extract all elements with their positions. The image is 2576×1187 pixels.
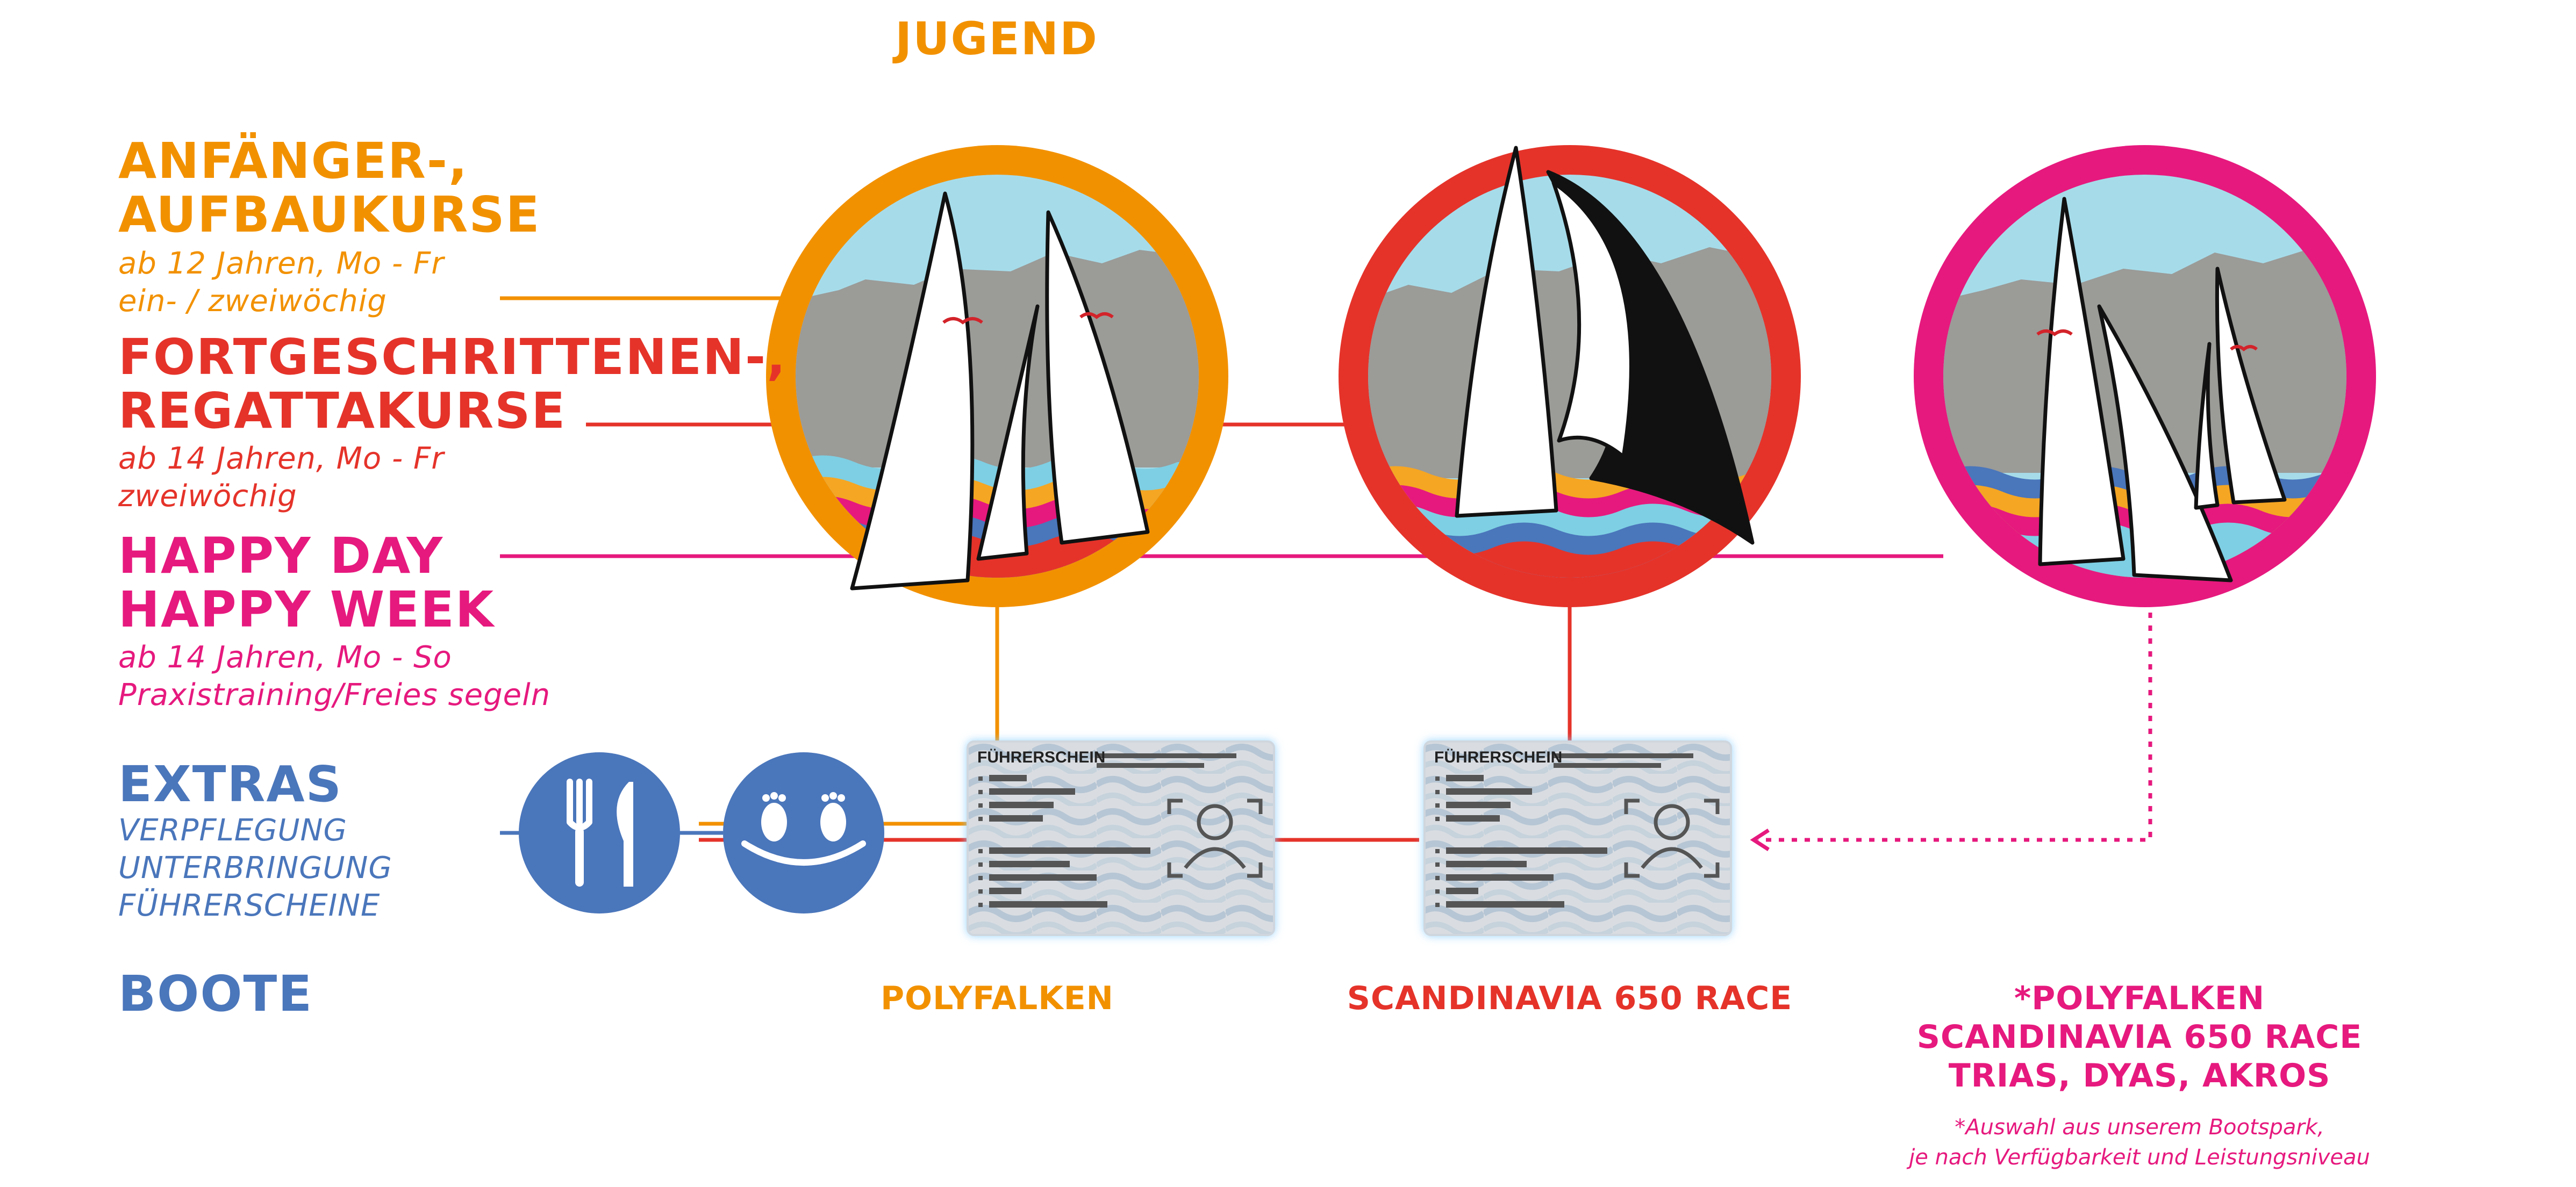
red-course-badge bbox=[1339, 145, 1801, 607]
orange-course-badge bbox=[766, 145, 1228, 607]
page-title: JUGEND bbox=[895, 12, 1098, 65]
boats-footnote-line-1: *Auswahl aus unserem Bootspark, bbox=[1955, 1115, 2324, 1140]
course-2-detail-line-1: ab 14 Jahren, Mo - Fr bbox=[118, 441, 445, 476]
course-3-detail-line-2: Praxistraining/Freies segeln bbox=[118, 678, 551, 713]
license-card-title: FÜHRERSCHEIN bbox=[1434, 749, 1563, 766]
boats-heading: BOOTE bbox=[118, 965, 313, 1023]
course-2-heading-line-1: FORTGESCHRITTENEN-, bbox=[118, 328, 787, 386]
bird-logo-icon bbox=[1079, 312, 1114, 319]
extras-heading: EXTRAS bbox=[118, 756, 342, 813]
course-2-heading-line-2: REGATTAKURSE bbox=[118, 382, 567, 440]
boats-footnote-line-2: je nach Verfügbarkeit und Leistungsnivea… bbox=[1909, 1145, 2370, 1170]
pink-dotted-path bbox=[1758, 613, 2152, 842]
sailboats-polyfalken bbox=[850, 191, 1150, 591]
cutlery-icon bbox=[519, 752, 680, 913]
license-card bbox=[1423, 740, 1732, 936]
boat-label-scandinavia: SCANDINAVIA 650 RACE bbox=[1347, 980, 1793, 1017]
bird-logo-icon bbox=[2036, 329, 2073, 336]
boat-label-pink-line-1: *POLYFALKEN bbox=[2014, 980, 2265, 1017]
sailboats-mixed bbox=[2038, 197, 2287, 582]
id-card-icon bbox=[1624, 798, 1720, 878]
course-2-detail-line-2: zweiwöchig bbox=[118, 479, 297, 514]
license-card bbox=[967, 740, 1275, 936]
boat-label-pink-line-2: SCANDINAVIA 650 RACE bbox=[1916, 1018, 2363, 1056]
boat-label-polyfalken: POLYFALKEN bbox=[881, 980, 1114, 1017]
license-card-title: FÜHRERSCHEIN bbox=[977, 749, 1106, 766]
course-3-detail-line-1: ab 14 Jahren, Mo - So bbox=[118, 640, 452, 675]
extras-item-accommodation: UNTERBRINGUNG bbox=[118, 851, 392, 886]
course-3-heading-line-2: HAPPY WEEK bbox=[118, 581, 495, 638]
course-1-heading-line-1: ANFÄNGER-, bbox=[118, 132, 469, 190]
course-3-heading-line-1: HAPPY DAY bbox=[118, 527, 444, 585]
extras-item-licenses: FÜHRERSCHEINE bbox=[118, 888, 381, 923]
pink-arrow-head bbox=[1750, 829, 1770, 851]
course-1-detail-line-2: ein- / zweiwöchig bbox=[118, 284, 387, 319]
bed-feet-icon bbox=[723, 752, 884, 913]
course-1-heading-line-2: AUFBAUKURSE bbox=[118, 186, 541, 243]
course-1-detail-line-1: ab 12 Jahren, Mo - Fr bbox=[118, 246, 445, 281]
boat-label-pink-line-3: TRIAS, DYAS, AKROS bbox=[1948, 1057, 2331, 1095]
pink-course-badge bbox=[1914, 145, 2376, 607]
bird-logo-icon bbox=[2230, 345, 2258, 351]
bird-logo-icon bbox=[942, 317, 983, 325]
extras-item-catering: VERPFLEGUNG bbox=[118, 813, 347, 848]
id-card-icon bbox=[1167, 798, 1263, 878]
sailboats-scandinavia bbox=[1455, 146, 1755, 545]
